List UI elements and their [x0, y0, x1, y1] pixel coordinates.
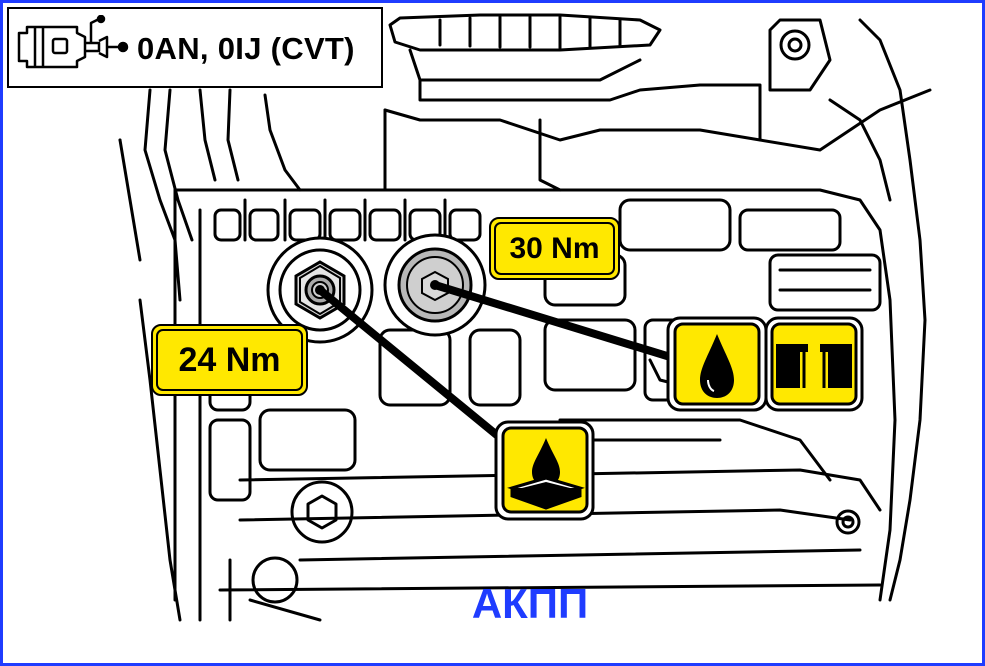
- model-codes-title: 0AN, 0IJ (CVT): [137, 31, 355, 66]
- transmission-caption: АКПП: [471, 580, 589, 627]
- header-box: 0AN, 0IJ (CVT): [7, 7, 383, 88]
- oil-drop-icon: [666, 316, 768, 412]
- oil-pan-drain-icon: [494, 420, 595, 521]
- check-plug-torque-value: 30 Nm: [509, 231, 600, 265]
- gearbox-icon: [17, 15, 129, 69]
- drain-plug-torque-tag: 24 Nm: [151, 324, 308, 396]
- drain-plug-torque-value: 24 Nm: [178, 340, 281, 379]
- fill-level-icon: [764, 316, 864, 412]
- check-plug-torque-tag: 30 Nm: [489, 217, 620, 280]
